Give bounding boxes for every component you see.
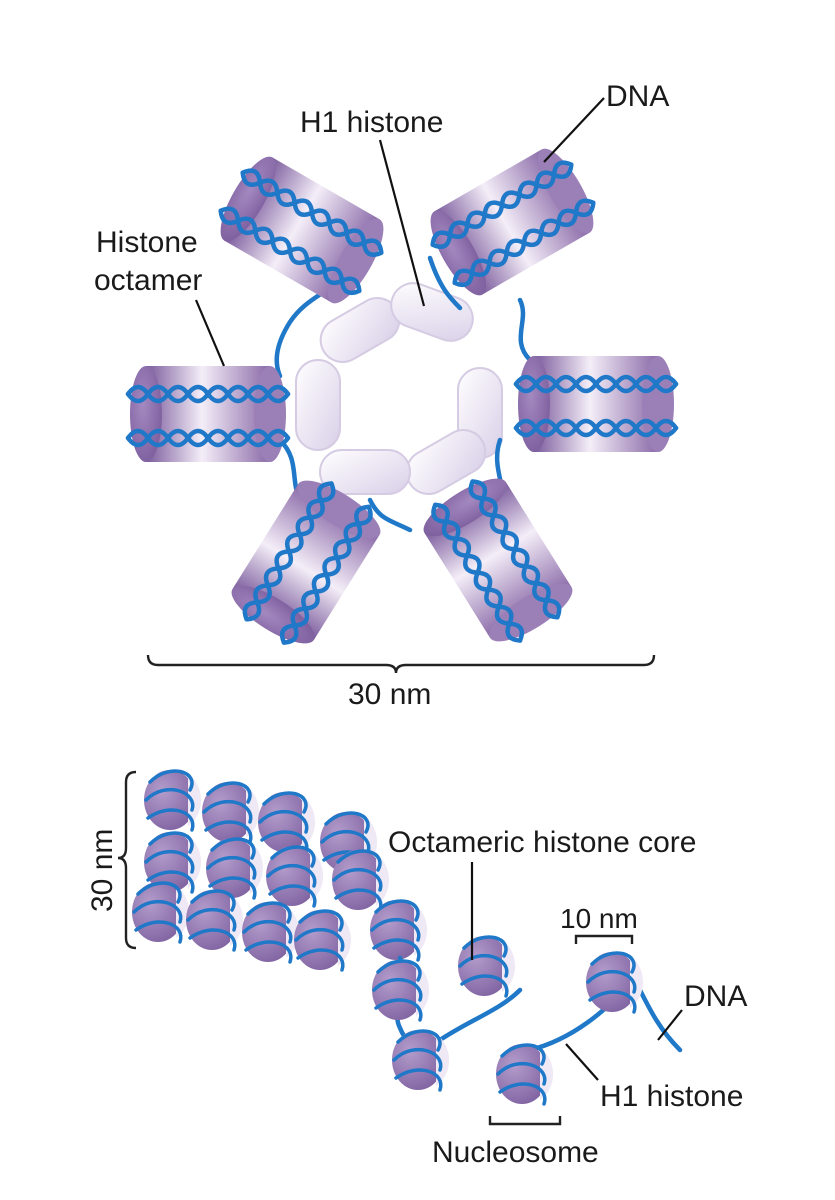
chromatin-fiber-side-view: 30 nm [86,768,747,1169]
octameric-core-nucleosome [456,934,517,998]
histone-octamer-2 [419,140,606,303]
histone-octamer-5 [223,469,389,656]
histone-octamer-1 [209,148,396,311]
dna-label: DNA [606,80,669,113]
h1-histone-label: H1 histone [300,106,443,139]
h1-leader-line [378,139,426,307]
histone-octamer-6 [415,467,581,654]
packed-nucleosomes [130,768,429,972]
solenoid-top-view: DNA H1 histone Histone octamer 30 nm [94,80,676,711]
scale-10nm-label: 10 nm [560,903,638,934]
nucleosome [494,1042,555,1106]
dna-bottom-label: DNA [684,980,747,1013]
histone-octamer-4 [516,356,676,452]
h1-histone-ring [295,282,503,495]
scale-bracket-vertical [117,770,137,950]
scale-30nm-vertical-label: 30 nm [86,829,119,912]
scale-bracket-10nm [574,934,634,944]
octameric-core-label: Octameric histone core [388,826,696,859]
scale-bracket-horizontal [146,654,656,674]
dna-leader-line [543,97,605,163]
octamer-leader-line [194,299,226,367]
scale-30nm-label: 30 nm [348,678,431,711]
nucleosome-bracket [488,1116,562,1126]
h1-bottom-leader-line [565,1043,599,1081]
h1-histone-bottom-label: H1 histone [600,1080,743,1113]
histone-octamer-3 [128,366,288,462]
nucleosome-label: Nucleosome [432,1136,599,1169]
extended-nucleosomes [370,934,683,1106]
dna-bottom-leader-line [657,1009,683,1041]
histone-octamer-label-line1: Histone [96,226,198,259]
histone-octamer-label-line2: octamer [94,264,202,297]
